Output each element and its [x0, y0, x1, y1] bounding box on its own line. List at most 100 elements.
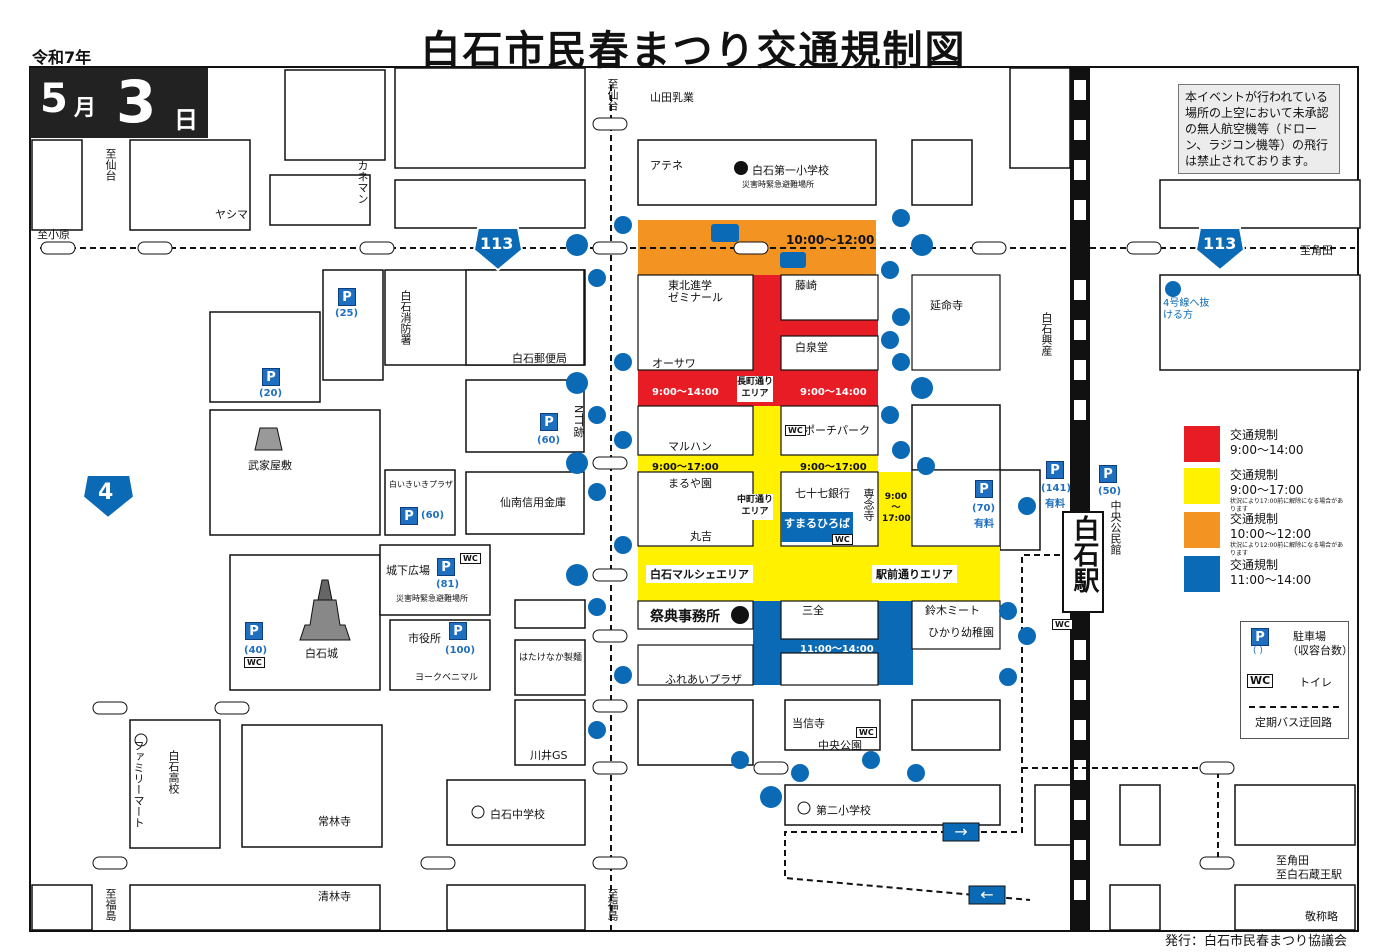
date-day-unit: 日: [174, 106, 198, 134]
place-ikiiki: 白いきいきプラザ: [389, 480, 453, 489]
parking-icon: P: [1099, 465, 1117, 483]
parking-50: (50): [1098, 486, 1122, 497]
place-chuo-kominkan: 中央公民館: [1109, 500, 1122, 555]
dir-kakuda2: 至角田: [1276, 854, 1309, 867]
parking-60b: (60): [421, 510, 445, 521]
parking-70-paid: 有料: [974, 519, 994, 530]
place-senjuji: 専念寺: [862, 488, 875, 521]
place-jorinji: 常林寺: [318, 815, 351, 828]
parking-81: (81): [436, 579, 460, 590]
red-area-label: 長町通り エリア: [737, 376, 773, 402]
legend-toilet-icon: WC: [1247, 674, 1274, 688]
place-maruhan: マルハン: [668, 440, 712, 453]
place-yamada: 山田乳業: [650, 91, 694, 104]
place-kosan: 白石興産: [1040, 312, 1053, 356]
route-113-west-label: 113: [480, 234, 514, 253]
festival-office: 祭典事務所: [650, 609, 720, 625]
place-osawa: オーサワ: [652, 357, 696, 370]
place-kawai: 川井GS: [530, 749, 568, 762]
map-title: 白石市民春まつり交通規制図: [420, 28, 967, 74]
toilet-icon: WC: [244, 657, 265, 668]
legend-red-text: 交通規制 9:00〜14:00: [1230, 428, 1304, 458]
place-enmeiji: 延命寺: [930, 299, 963, 312]
place-post: 白石郵便局: [512, 352, 567, 365]
parking-141: (141): [1041, 483, 1072, 494]
svg-text:←: ←: [980, 885, 993, 904]
place-fureai: ふれあいプラザ: [665, 673, 742, 686]
restriction-legend: 交通規制 9:00〜14:00 交通規制 9:00〜17:00 状況により17:…: [1176, 418, 1348, 604]
parking-icon: P: [400, 507, 418, 525]
yellow-side-time-1: 9:00: [884, 492, 908, 502]
parking-icon: P: [262, 368, 280, 386]
legend-blue-label: 交通規制: [1230, 558, 1279, 572]
legend-parking-icon: P: [1251, 628, 1269, 646]
place-maruyoshi: 丸吉: [690, 530, 712, 543]
legend-toilet-label: トイレ: [1299, 676, 1332, 689]
dir-sendai-west: 至仙台: [104, 148, 117, 181]
place-hakusendo: 白泉堂: [795, 341, 828, 354]
parking-100: (100): [445, 645, 476, 656]
yellow-area-line1: 中町通り: [737, 495, 774, 505]
legend-orange-time: 10:00〜12:00: [1230, 527, 1312, 541]
place-seirinji: 清林寺: [318, 890, 351, 903]
legend-bus-label: 定期バス迂回路: [1255, 716, 1332, 729]
red-left-time: 9:00〜14:00: [652, 387, 719, 398]
legend-blue-time: 11:00〜14:00: [1230, 573, 1312, 587]
legend-red-swatch: [1184, 426, 1220, 462]
legend-bus-line: [1249, 706, 1339, 708]
orange-zone-time: 10:00〜12:00: [786, 233, 875, 247]
place-hs: 白石高校: [167, 750, 180, 794]
legend-parking-label-2: （収容台数）: [1287, 644, 1353, 657]
parking-40: (40): [244, 645, 268, 656]
parking-60a: (60): [537, 435, 561, 446]
toilet-icon: WC: [460, 553, 481, 564]
sumaru-hiroba: すまるひろば: [784, 517, 850, 530]
station-label: 白石駅: [1069, 515, 1099, 593]
place-hatakenaka: はたけなか製麺: [519, 653, 582, 663]
parking-icon: P: [540, 413, 558, 431]
place-sanzen: 三全: [802, 604, 824, 617]
toilet-icon: WC: [856, 727, 877, 738]
yellow-right-time: 9:00〜17:00: [800, 462, 867, 473]
toilet-icon: WC: [1052, 619, 1073, 630]
place-kokkyo: 4号線へ抜ける方: [1163, 298, 1210, 321]
place-fujisaki: 藤崎: [795, 279, 817, 292]
place-famima: ファミリーマート: [132, 740, 145, 828]
place-ntt: NTT跡: [572, 405, 585, 438]
place-tohoku-1: 東北進学: [668, 279, 712, 292]
parking-icon: P: [245, 622, 263, 640]
legend-yellow-text: 交通規制 9:00〜17:00 状況により17:00前に解除になる場合があります: [1230, 468, 1348, 514]
parking-icon: P: [449, 622, 467, 640]
yellow-area-label: 中町通り エリア: [737, 494, 773, 520]
date-month-unit: 月: [74, 96, 97, 121]
yellow-side-time: 9:00 〜 17:00: [882, 492, 911, 525]
yellow-side-time-2: 〜: [891, 503, 901, 513]
publisher-credit: 発行：白石市民春まつり協議会: [1164, 934, 1347, 949]
dir-kakuda: 至角田: [1300, 244, 1333, 257]
parking-70: (70): [972, 503, 996, 514]
date-month: 5: [40, 76, 68, 122]
legend-red-time: 9:00〜14:00: [1230, 443, 1304, 457]
legend-yellow-label: 交通規制: [1230, 468, 1279, 482]
place-jokashita-sub: 災害時緊急避難場所: [396, 594, 468, 603]
legend-orange-label: 交通規制: [1230, 512, 1279, 526]
parking-icon: P: [1046, 461, 1064, 479]
dir-kohara: 至小原: [37, 228, 70, 241]
place-shinkin: 仙南信用金庫: [500, 496, 566, 509]
ekimae-area-label: 駅前通りエリア: [872, 565, 957, 583]
legend-orange-swatch: [1184, 512, 1220, 548]
legend-yellow-note: 状況により17:00前に解除になる場合があります: [1230, 498, 1344, 513]
place-toushinji: 当信寺: [792, 717, 825, 730]
place-castle: 白石城: [305, 647, 338, 660]
parking-141-paid: 有料: [1045, 499, 1065, 510]
parking-icon: P: [975, 480, 993, 498]
place-suzuki: 鈴木ミート: [925, 604, 980, 617]
red-area-line2: エリア: [741, 389, 769, 399]
place-yorkbenimaru: ヨークベニマル: [415, 673, 479, 683]
parking-icon: P: [338, 288, 356, 306]
red-right-time: 9:00〜14:00: [800, 387, 867, 398]
marche-area-label: 白石マルシェエリア: [646, 565, 753, 583]
place-buke: 武家屋敷: [248, 459, 292, 472]
place-school2: 第二小学校: [816, 804, 871, 817]
